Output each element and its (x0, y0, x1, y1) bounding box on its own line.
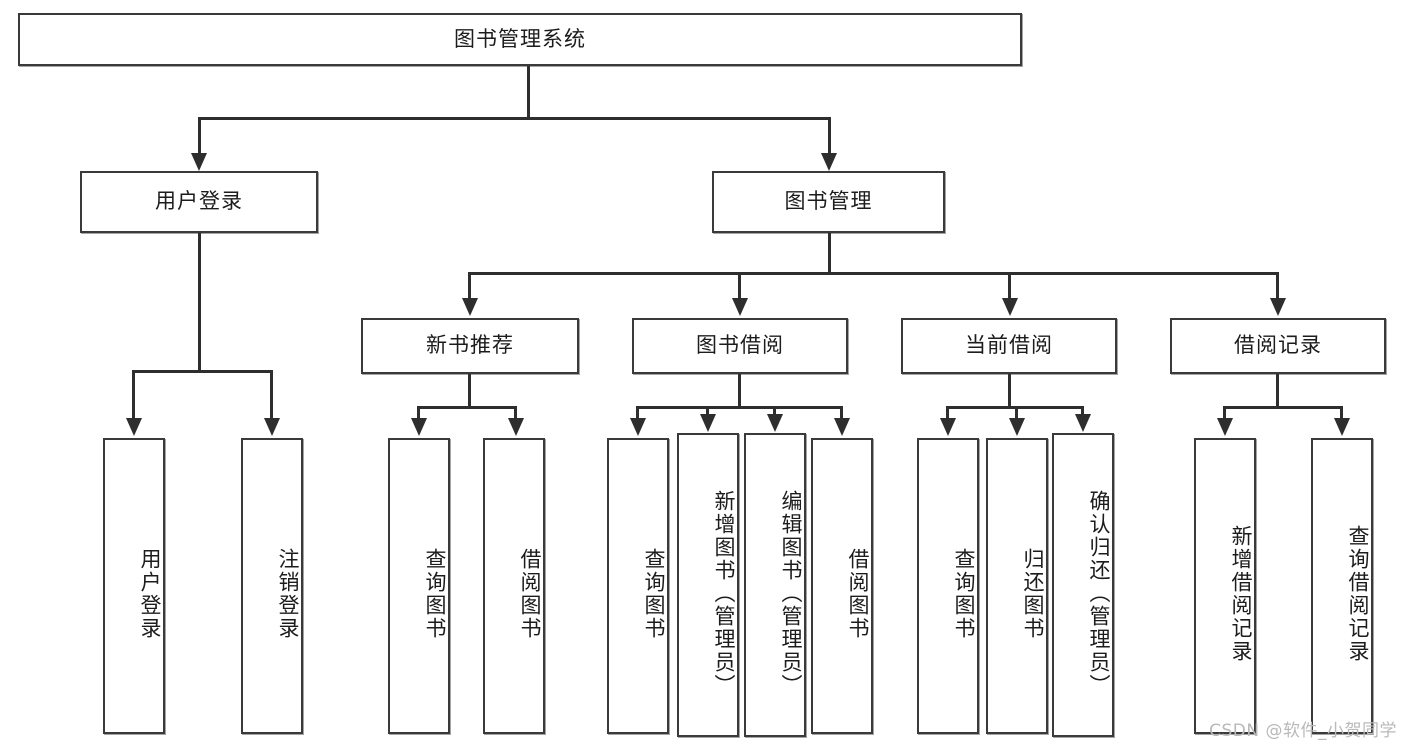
leaf-label: 确认归还（管理员） (1087, 489, 1111, 697)
arrowhead-br-to-leaf-0 (1217, 418, 1233, 436)
edge-root-bar (198, 117, 830, 120)
node-borrow-record[interactable]: 借阅记录 (1170, 318, 1386, 374)
arrowhead-cb-to-leaf-0 (940, 418, 956, 436)
edge-book-borrow-bar (636, 406, 842, 409)
arrowhead-bb-to-leaf-3 (834, 418, 850, 436)
edge-user-login-bar (132, 370, 273, 373)
leaf-label: 查询图书 (423, 548, 447, 640)
arrowhead-nbr-to-leaf-0 (411, 418, 427, 436)
edge-borrow-record-stem (1276, 374, 1279, 408)
node-label: 当前借阅 (965, 333, 1053, 358)
leaf-label: 归还图书 (1021, 548, 1045, 640)
node-current-borrow[interactable]: 当前借阅 (901, 318, 1117, 374)
leaf-query-book-borrow[interactable]: 查询图书 (607, 438, 669, 734)
edge-cb-to-leaf-1 (1015, 406, 1018, 420)
edge-bb-to-leaf-2 (773, 406, 776, 416)
edge-cb-to-leaf-0 (946, 406, 949, 420)
arrowhead-user-login-to-leaf-1 (264, 418, 280, 436)
edge-borrow-record-bar (1223, 406, 1343, 409)
edge-current-borrow-stem (1008, 374, 1011, 408)
leaf-label: 查询图书 (642, 548, 666, 640)
arrowhead-root-to-user-login (191, 153, 207, 171)
leaf-label: 查询借阅记录 (1346, 525, 1370, 663)
node-book-borrow[interactable]: 图书借阅 (632, 318, 848, 374)
arrowhead-root-to-book-management (821, 153, 837, 171)
arrowhead-bb-to-leaf-0 (630, 418, 646, 436)
edge-root-stem (527, 66, 530, 119)
node-label: 图书管理 (784, 189, 873, 214)
edge-root-to-book-management (828, 117, 831, 155)
leaf-query-borrow-record[interactable]: 查询借阅记录 (1311, 438, 1373, 734)
arrowhead-bb-to-leaf-2 (767, 414, 783, 432)
arrowhead-bm-to-current-borrow (1002, 298, 1018, 316)
edge-user-login-to-leaf-0 (132, 370, 135, 420)
edge-cb-to-leaf-2 (1081, 406, 1084, 416)
edge-bb-to-leaf-1 (706, 406, 709, 416)
node-label: 新书推荐 (426, 333, 514, 358)
leaf-query-book-recommend[interactable]: 查询图书 (388, 438, 450, 734)
leaf-label: 用户登录 (138, 548, 162, 640)
leaf-borrow-book-recommend[interactable]: 借阅图书 (483, 438, 545, 734)
edge-bm-to-new-book-recommend (468, 272, 471, 300)
node-label: 图书借阅 (696, 333, 784, 358)
leaf-label: 查询图书 (952, 548, 976, 640)
edge-bm-to-book-borrow (738, 272, 741, 300)
leaf-label: 新增借阅记录 (1229, 525, 1253, 663)
arrowhead-user-login-to-leaf-0 (126, 418, 142, 436)
edge-book-borrow-stem (738, 374, 741, 408)
edge-bb-to-leaf-3 (840, 406, 843, 420)
edge-user-login-to-leaf-1 (270, 370, 273, 420)
node-user-login-group[interactable]: 用户登录 (80, 171, 318, 233)
arrowhead-cb-to-leaf-1 (1009, 418, 1025, 436)
leaf-label: 借阅图书 (518, 548, 542, 640)
arrowhead-nbr-to-leaf-1 (508, 418, 524, 436)
edge-bb-to-leaf-0 (636, 406, 639, 420)
arrowhead-cb-to-leaf-2 (1075, 414, 1091, 432)
node-root-label: 图书管理系统 (454, 26, 586, 51)
leaf-confirm-return-admin[interactable]: 确认归还（管理员） (1052, 433, 1114, 737)
edge-root-to-user-login (198, 117, 201, 155)
csdn-watermark: CSDN @软件_小贺同学 (1209, 721, 1397, 741)
edge-bm-to-borrow-record (1276, 272, 1279, 300)
arrowhead-bm-to-new-book-recommend (462, 298, 478, 316)
arrowhead-bm-to-borrow-record (1270, 298, 1286, 316)
leaf-user-logout[interactable]: 注销登录 (241, 438, 303, 734)
leaf-borrow-book[interactable]: 借阅图书 (811, 438, 873, 734)
node-label: 用户登录 (155, 189, 243, 214)
edge-nbr-to-leaf-1 (514, 406, 517, 420)
leaf-add-book-admin[interactable]: 新增图书（管理员） (677, 433, 739, 737)
leaf-label: 编辑图书（管理员） (779, 489, 803, 697)
leaf-edit-book-admin[interactable]: 编辑图书（管理员） (744, 433, 806, 737)
arrowhead-bm-to-book-borrow (732, 298, 748, 316)
arrowhead-bb-to-leaf-1 (700, 414, 716, 432)
edge-user-login-stem (198, 233, 201, 372)
leaf-label: 注销登录 (276, 548, 300, 640)
edge-br-to-leaf-0 (1223, 406, 1226, 420)
leaf-label: 借阅图书 (846, 548, 870, 640)
node-book-management-group[interactable]: 图书管理 (712, 171, 945, 233)
edge-current-borrow-bar (946, 406, 1082, 409)
edge-new-book-recommend-stem (468, 374, 471, 408)
node-root[interactable]: 图书管理系统 (18, 13, 1022, 66)
edge-book-management-stem (828, 233, 831, 274)
leaf-return-book[interactable]: 归还图书 (986, 438, 1048, 734)
edge-book-management-bar (468, 272, 1278, 275)
leaf-query-book-current[interactable]: 查询图书 (917, 438, 979, 734)
node-new-book-recommend[interactable]: 新书推荐 (361, 318, 579, 374)
edge-nbr-to-leaf-0 (417, 406, 420, 420)
node-label: 借阅记录 (1234, 333, 1322, 358)
edge-bm-to-current-borrow (1008, 272, 1011, 300)
arrowhead-br-to-leaf-1 (1334, 418, 1350, 436)
edge-br-to-leaf-1 (1340, 406, 1343, 420)
leaf-user-login[interactable]: 用户登录 (103, 438, 165, 734)
leaf-label: 新增图书（管理员） (712, 489, 736, 697)
edge-new-book-recommend-bar (417, 406, 517, 409)
leaf-add-borrow-record[interactable]: 新增借阅记录 (1194, 438, 1256, 734)
